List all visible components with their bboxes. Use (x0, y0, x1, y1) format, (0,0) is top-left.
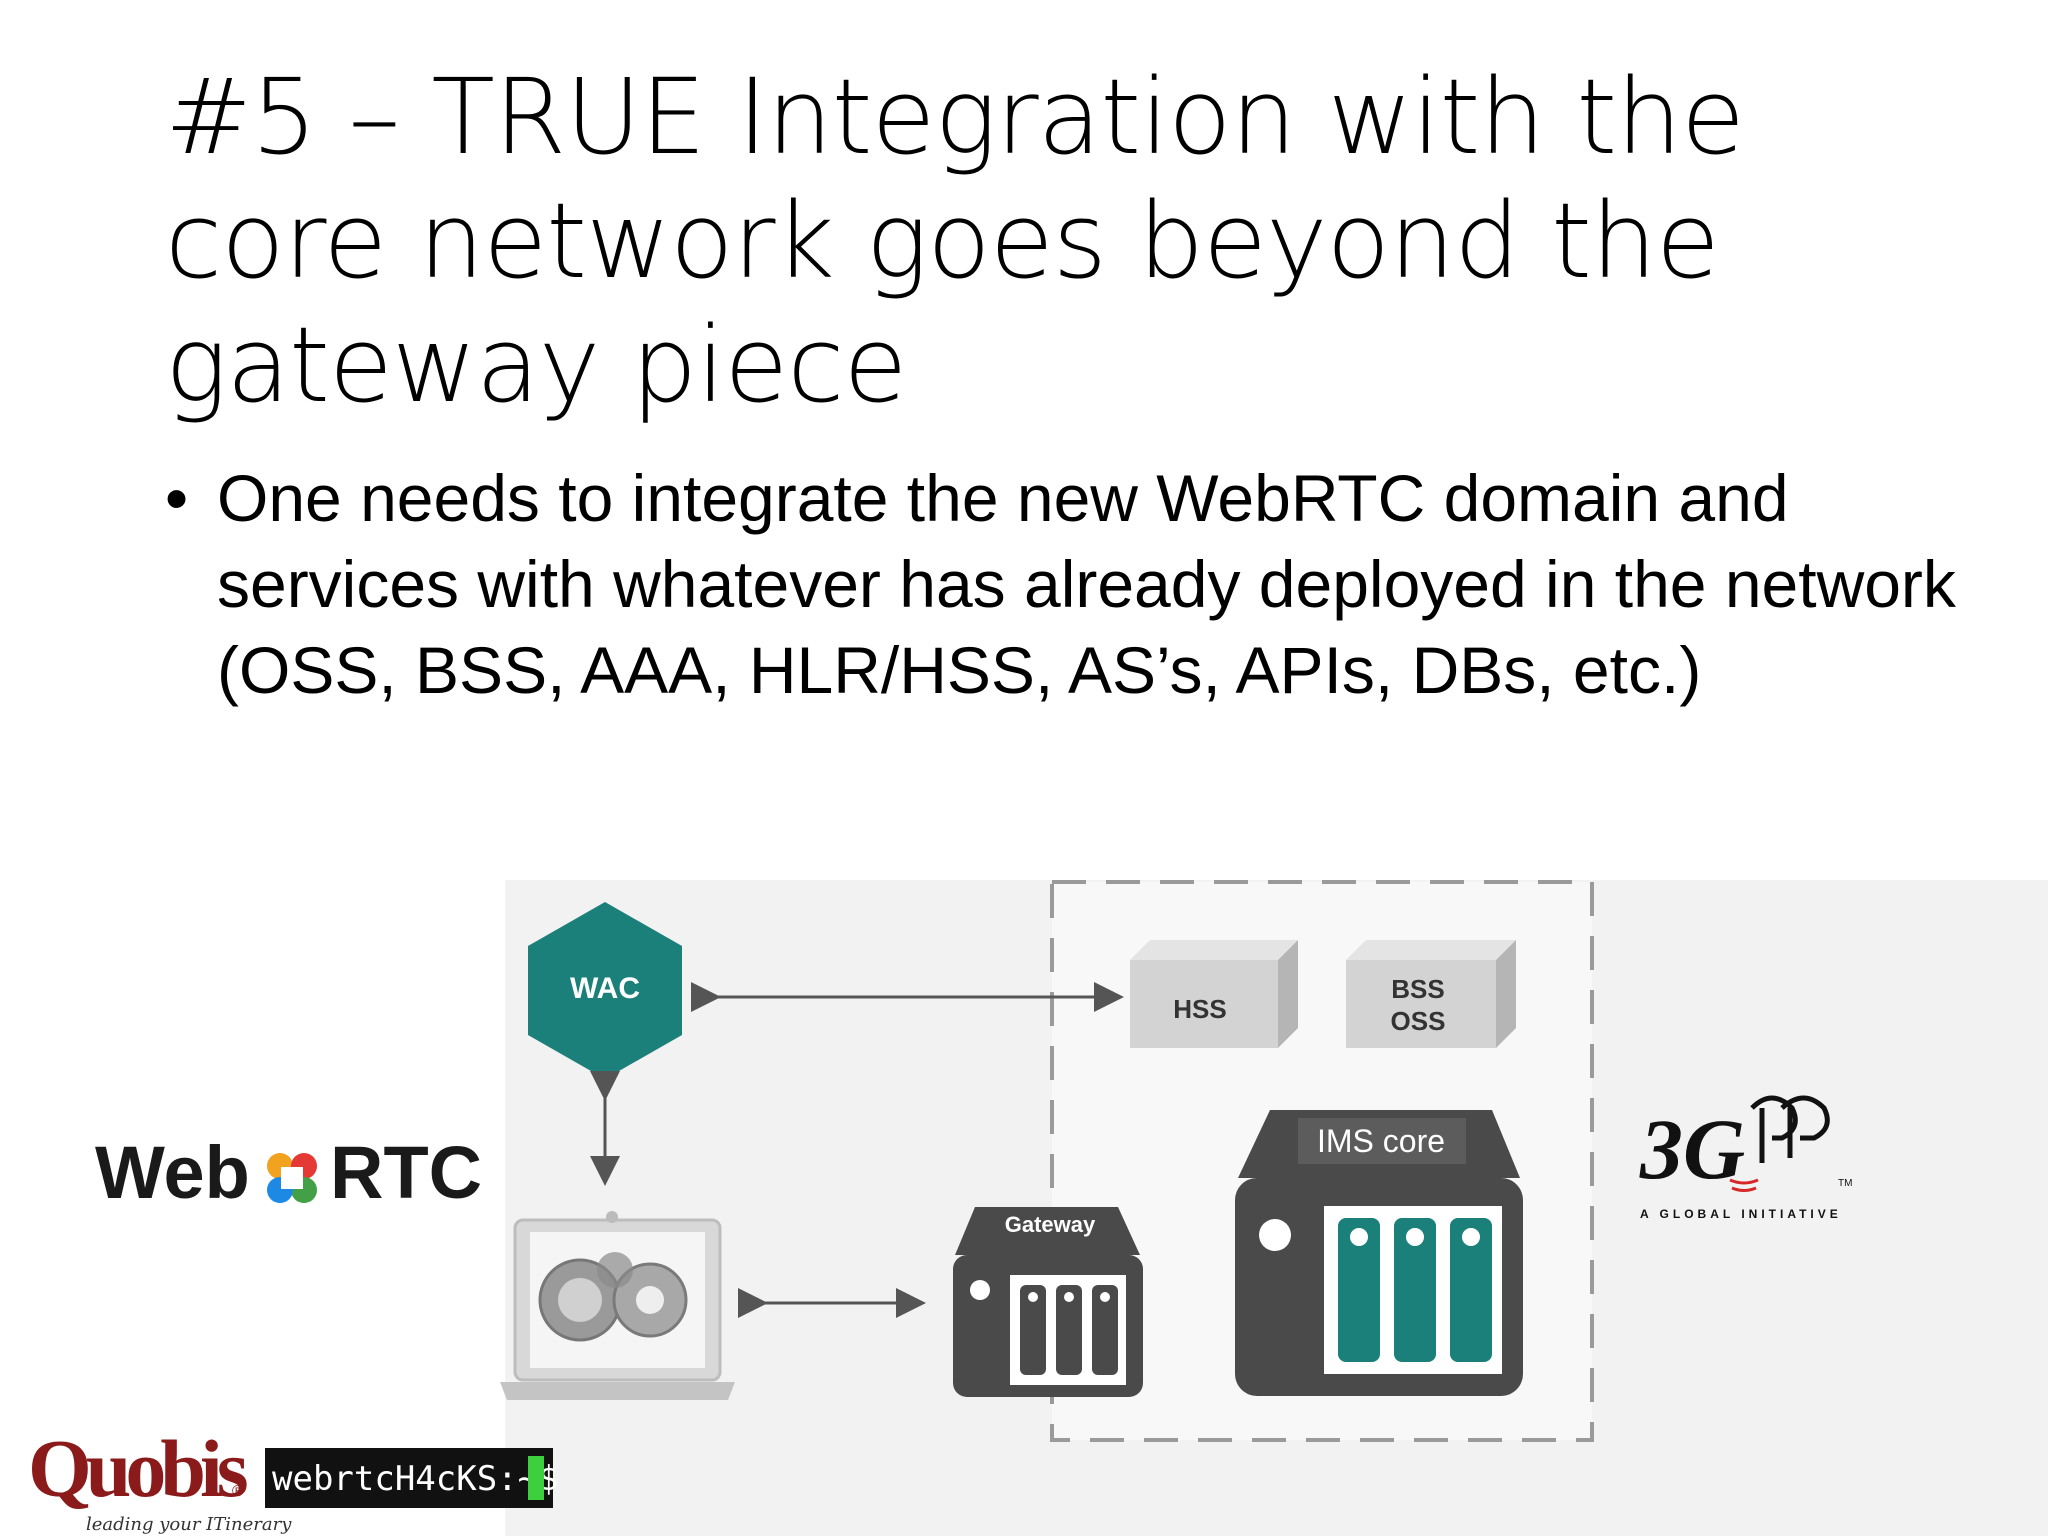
bss-label: BSS (1391, 974, 1444, 1004)
slide-title: #5 – TRUE Integration with the core netw… (165, 56, 1745, 426)
architecture-diagram: WAC HSS BSS OSS (0, 860, 2048, 1536)
hss-label: HSS (1173, 994, 1226, 1024)
hss-node: HSS (1130, 940, 1298, 1048)
bullet-dot-icon: • (165, 461, 189, 535)
logo-3gpp-sub: A GLOBAL INITIATIVE (1640, 1207, 1842, 1221)
svg-text:TM: TM (1838, 1178, 1852, 1189)
quobis-logo: Quobis ® leading your ITinerary (28, 1423, 292, 1535)
webrtc-logo: Web RTC (95, 1131, 482, 1214)
bullet-text: One needs to integrate the new WebRTC do… (217, 461, 1956, 707)
gateway-label: Gateway (1005, 1212, 1096, 1237)
gateway-node: Gateway (953, 1207, 1143, 1397)
terminal-cursor-icon (528, 1456, 544, 1500)
bullet-list: • One needs to integrate the new WebRTC … (165, 455, 1985, 713)
svg-text:RTC: RTC (330, 1131, 482, 1214)
logo-3gpp: 3G TM A GLOBAL INITIATIVE (1639, 1095, 1852, 1221)
svg-text:®: ® (232, 1483, 244, 1500)
ims-core-node: IMS core (1235, 1110, 1523, 1396)
svg-text:3G: 3G (1639, 1101, 1745, 1197)
quobis-tagline: leading your ITinerary (86, 1514, 292, 1535)
laptop-icon (500, 1211, 735, 1400)
oss-label: OSS (1391, 1006, 1446, 1036)
svg-text:Quobis: Quobis (28, 1423, 247, 1514)
webrtchacks-logo-text: webrtcH4cKS:~$ (272, 1459, 559, 1499)
diagram-canvas: WAC HSS BSS OSS (28, 880, 2048, 1536)
webrtchacks-logo: webrtcH4cKS:~$ (265, 1448, 559, 1508)
svg-text:Web: Web (95, 1131, 250, 1214)
wac-label: WAC (570, 972, 640, 1005)
webrtc-logo-icon (267, 1153, 317, 1203)
ims-core-label: IMS core (1317, 1123, 1445, 1159)
wac-node: WAC (528, 902, 682, 1079)
bss-oss-node: BSS OSS (1346, 940, 1516, 1048)
bullet-item: • One needs to integrate the new WebRTC … (165, 455, 1985, 713)
